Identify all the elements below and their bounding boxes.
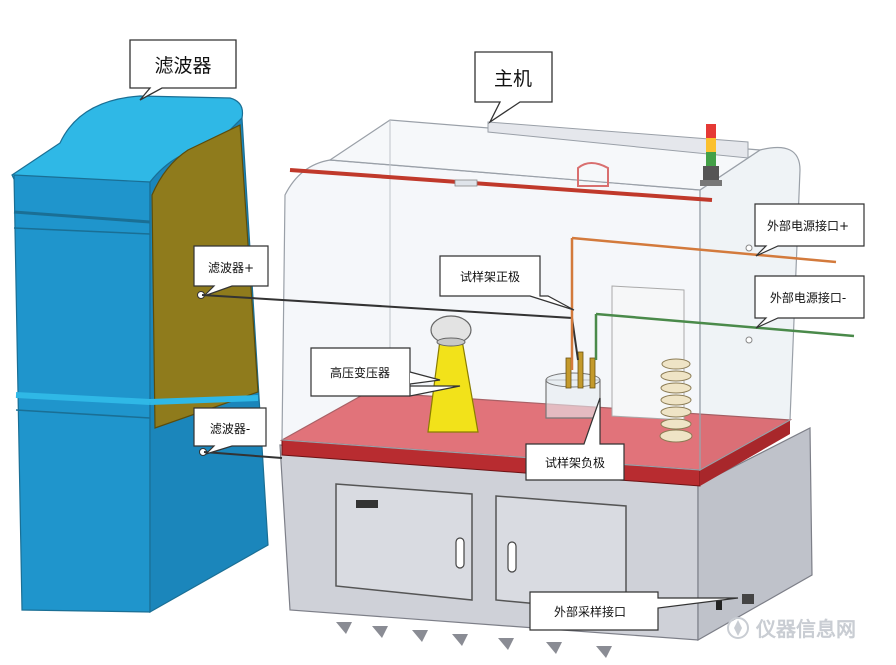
callout-sample-neg: 试样架负极 (525, 397, 625, 481)
callout-sample-pos-text: 试样架正极 (460, 269, 520, 284)
callout-filter: 滤波器 (129, 39, 237, 101)
callout-ext-sampling-text: 外部采样接口 (554, 604, 626, 619)
callout-ext-power-plus-text: 外部电源接口+ (767, 218, 849, 233)
callout-hv-transformer: 高压变压器 (310, 347, 461, 397)
callout-sample-neg-text: 试样架负极 (545, 455, 605, 470)
callout-sample-pos: 试样架正极 (439, 255, 575, 311)
callout-host-text: 主机 (494, 68, 532, 90)
callout-ext-sampling: 外部采样接口 (529, 591, 739, 631)
cables (201, 236, 855, 459)
callout-filter-minus-text: 滤波器- (210, 422, 250, 436)
watermark-text: 仪器信息网 (755, 617, 856, 641)
main-unit (279, 119, 813, 658)
callout-host: 主机 (474, 51, 553, 124)
instrument-network-logo-icon (727, 617, 749, 639)
callout-filter-plus-text: 滤波器+ (208, 261, 254, 275)
callout-ext-power-minus: 外部电源接口- (754, 275, 865, 329)
callout-filter-minus: 滤波器- (193, 407, 267, 455)
callout-hv-transformer-text: 高压变压器 (330, 365, 390, 380)
callout-ext-power-plus: 外部电源接口+ (754, 203, 865, 257)
watermark: 仪器信息网 (727, 617, 856, 641)
callout-filter-text: 滤波器 (154, 55, 211, 77)
filter-cabinet (11, 95, 269, 614)
callout-filter-plus: 滤波器+ (193, 245, 269, 297)
callout-ext-power-minus-text: 外部电源接口- (770, 290, 846, 305)
